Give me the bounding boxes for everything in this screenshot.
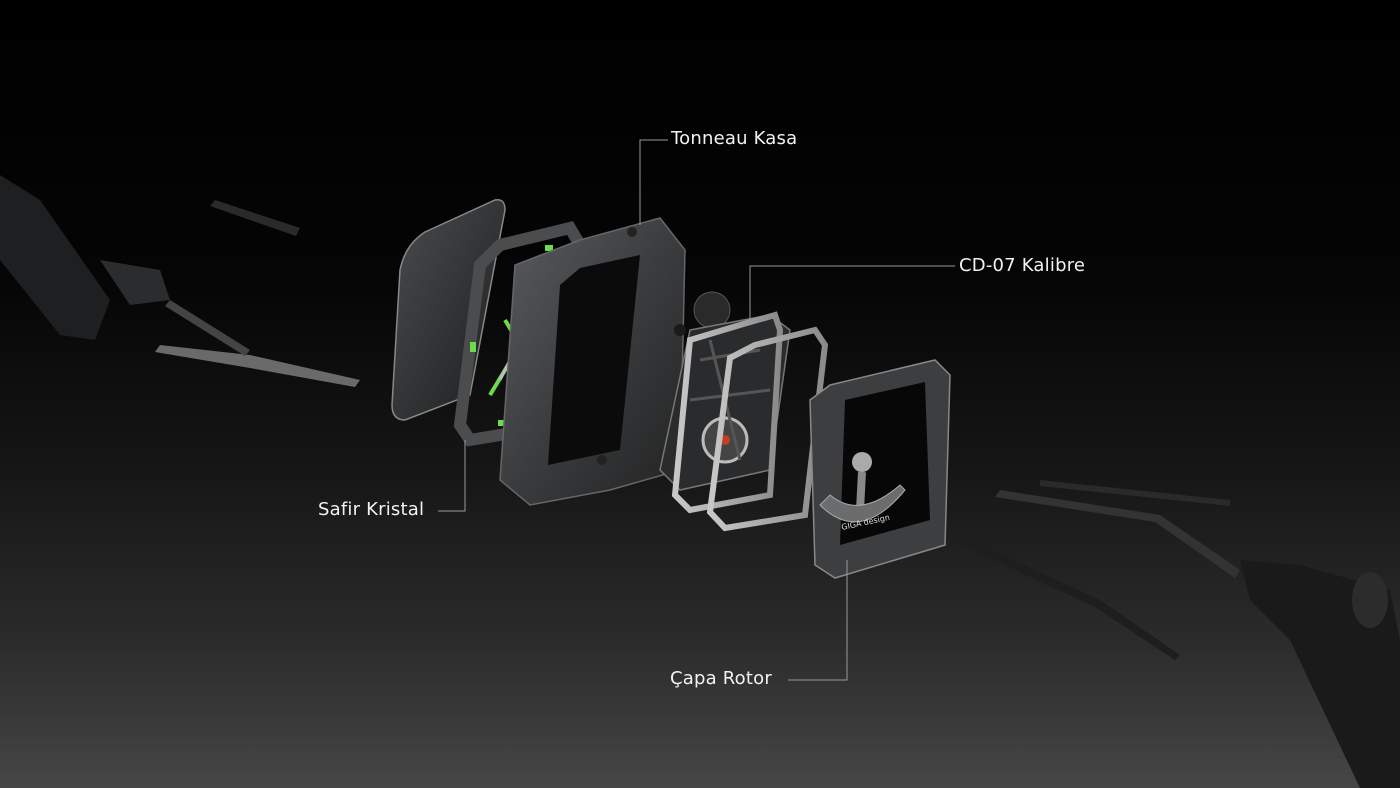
left-strap: [0, 175, 360, 387]
leader-line-crystal: [438, 440, 466, 512]
right-strap: [955, 480, 1400, 788]
movement-frames: [671, 311, 829, 532]
tonneau-case: [499, 217, 686, 506]
label-anchor-rotor: Çapa Rotor: [670, 668, 772, 689]
leader-line-caliber: [749, 265, 955, 320]
label-sapphire-crystal: Safir Kristal: [318, 499, 425, 520]
caseback: GIGA design: [809, 359, 951, 579]
sapphire-crystal: [391, 198, 506, 421]
leader-line-case: [639, 139, 668, 225]
label-caliber: CD-07 Kalibre: [959, 255, 1086, 276]
leader-line-rotor: [788, 560, 848, 681]
label-tonneau-case: Tonneau Kasa: [671, 128, 798, 149]
